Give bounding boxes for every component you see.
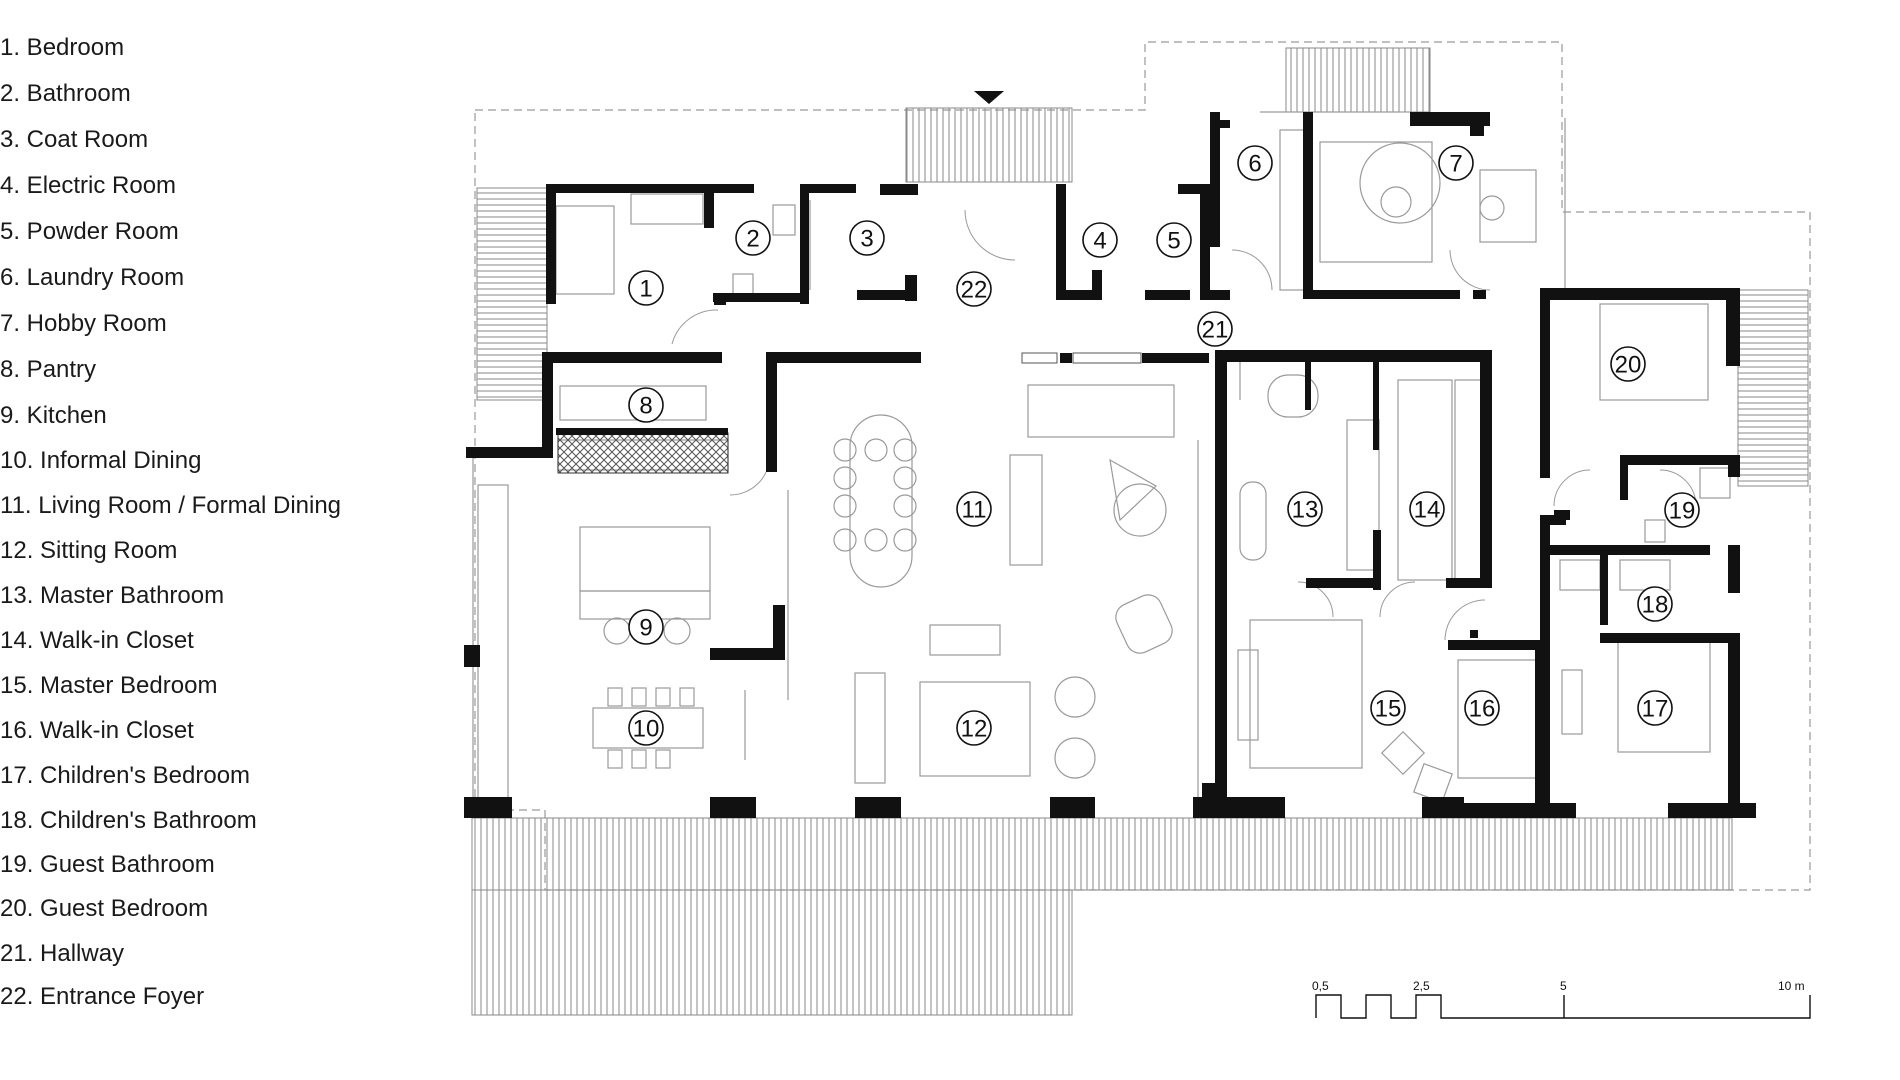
legend-item: 7. Hobby Room: [0, 310, 167, 337]
room-number: 2: [746, 226, 759, 253]
room-number: 8: [639, 393, 652, 420]
legend-item: 8. Pantry: [0, 356, 97, 383]
room-label-circle: [628, 387, 664, 423]
roof-outline: [474, 41, 1811, 891]
legend-item: 22. Entrance Foyer: [0, 983, 205, 1010]
legend-item: 1. Bedroom: [0, 34, 125, 61]
legend-item: 10. Informal Dining: [0, 447, 202, 474]
legend-item: 14. Walk-in Closet: [0, 627, 194, 654]
room-label-circle: [1082, 222, 1118, 258]
kitchen-tall-units: [557, 432, 729, 474]
legend-item: 9. Kitchen: [0, 402, 107, 429]
room-label-circle: [1610, 346, 1646, 382]
room-number: 6: [1248, 151, 1261, 178]
room-label-circle: [628, 609, 664, 645]
room-number: 9: [639, 615, 652, 642]
room-label-circle: [735, 220, 771, 256]
room-label-circle: [849, 220, 885, 256]
legend-item: 2. Bathroom: [0, 80, 131, 107]
room-label-circle: [1464, 690, 1500, 726]
room-number: 17: [1642, 696, 1669, 723]
room-number: 16: [1469, 696, 1496, 723]
legend-item: 21. Hallway: [0, 940, 125, 967]
scale-tick-label: 10 m: [1778, 979, 1805, 993]
room-label-circle: [1197, 311, 1233, 347]
scale-tick-label: 2,5: [1413, 979, 1430, 993]
room-number: 3: [860, 226, 873, 253]
room-label-circle: [628, 270, 664, 306]
room-number: 19: [1669, 498, 1696, 525]
legend-item: 3. Coat Room: [0, 126, 149, 153]
room-number: 15: [1375, 696, 1402, 723]
room-number: 14: [1414, 497, 1441, 524]
room-number: 20: [1615, 352, 1642, 379]
room-label-circle: [1370, 690, 1406, 726]
room-number: 22: [961, 277, 988, 304]
room-label-circle: [1287, 491, 1323, 527]
room-label-circle: [1438, 145, 1474, 181]
room-number: 11: [962, 497, 987, 524]
room-number: 18: [1642, 592, 1669, 619]
room-label-circle: [1664, 492, 1700, 528]
room-label-circle: [1637, 586, 1673, 622]
room-number: 4: [1093, 228, 1106, 255]
legend-item: 6. Laundry Room: [0, 264, 185, 291]
room-label-circle: [1409, 491, 1445, 527]
legend-item: 17. Children's Bedroom: [0, 762, 251, 789]
room-label-circle: [1637, 690, 1673, 726]
legend-item: 11. Living Room / Formal Dining: [0, 492, 342, 519]
room-number: 7: [1449, 151, 1462, 178]
legend-item: 19. Guest Bathroom: [0, 851, 215, 878]
legend-item: 13. Master Bathroom: [0, 582, 225, 609]
room-number: 13: [1292, 497, 1319, 524]
scale-bar-line: [1315, 994, 1811, 1019]
walls: [464, 112, 1756, 818]
room-number: 1: [639, 276, 652, 303]
room-number: 10: [633, 716, 660, 743]
room-label-circle: [628, 710, 664, 746]
entrance-arrow: [974, 91, 1004, 104]
scale-tick-label: 5: [1560, 979, 1567, 993]
legend-item: 18. Children's Bathroom: [0, 807, 257, 834]
scale-bar: 0,5 2,5 5 10 m: [1312, 979, 1811, 1019]
terraces: [471, 47, 1809, 1016]
room-number: 12: [961, 716, 988, 743]
room-label-circle: [956, 491, 992, 527]
legend-item: 4. Electric Room: [0, 172, 177, 199]
legend-item: 15. Master Bedroom: [0, 672, 218, 699]
room-label-circle: [1156, 222, 1192, 258]
legend-item: 5. Powder Room: [0, 218, 179, 245]
room-label-circle: [956, 710, 992, 746]
room-label-circle: [956, 271, 992, 307]
legend-item: 12. Sitting Room: [0, 537, 178, 564]
scale-tick-label: 0,5: [1312, 979, 1329, 993]
room-label-circle: [1237, 145, 1273, 181]
legend-item: 20. Guest Bedroom: [0, 895, 209, 922]
legend-item: 16. Walk-in Closet: [0, 717, 194, 744]
room-number: 5: [1167, 228, 1180, 255]
room-number: 21: [1202, 317, 1229, 344]
